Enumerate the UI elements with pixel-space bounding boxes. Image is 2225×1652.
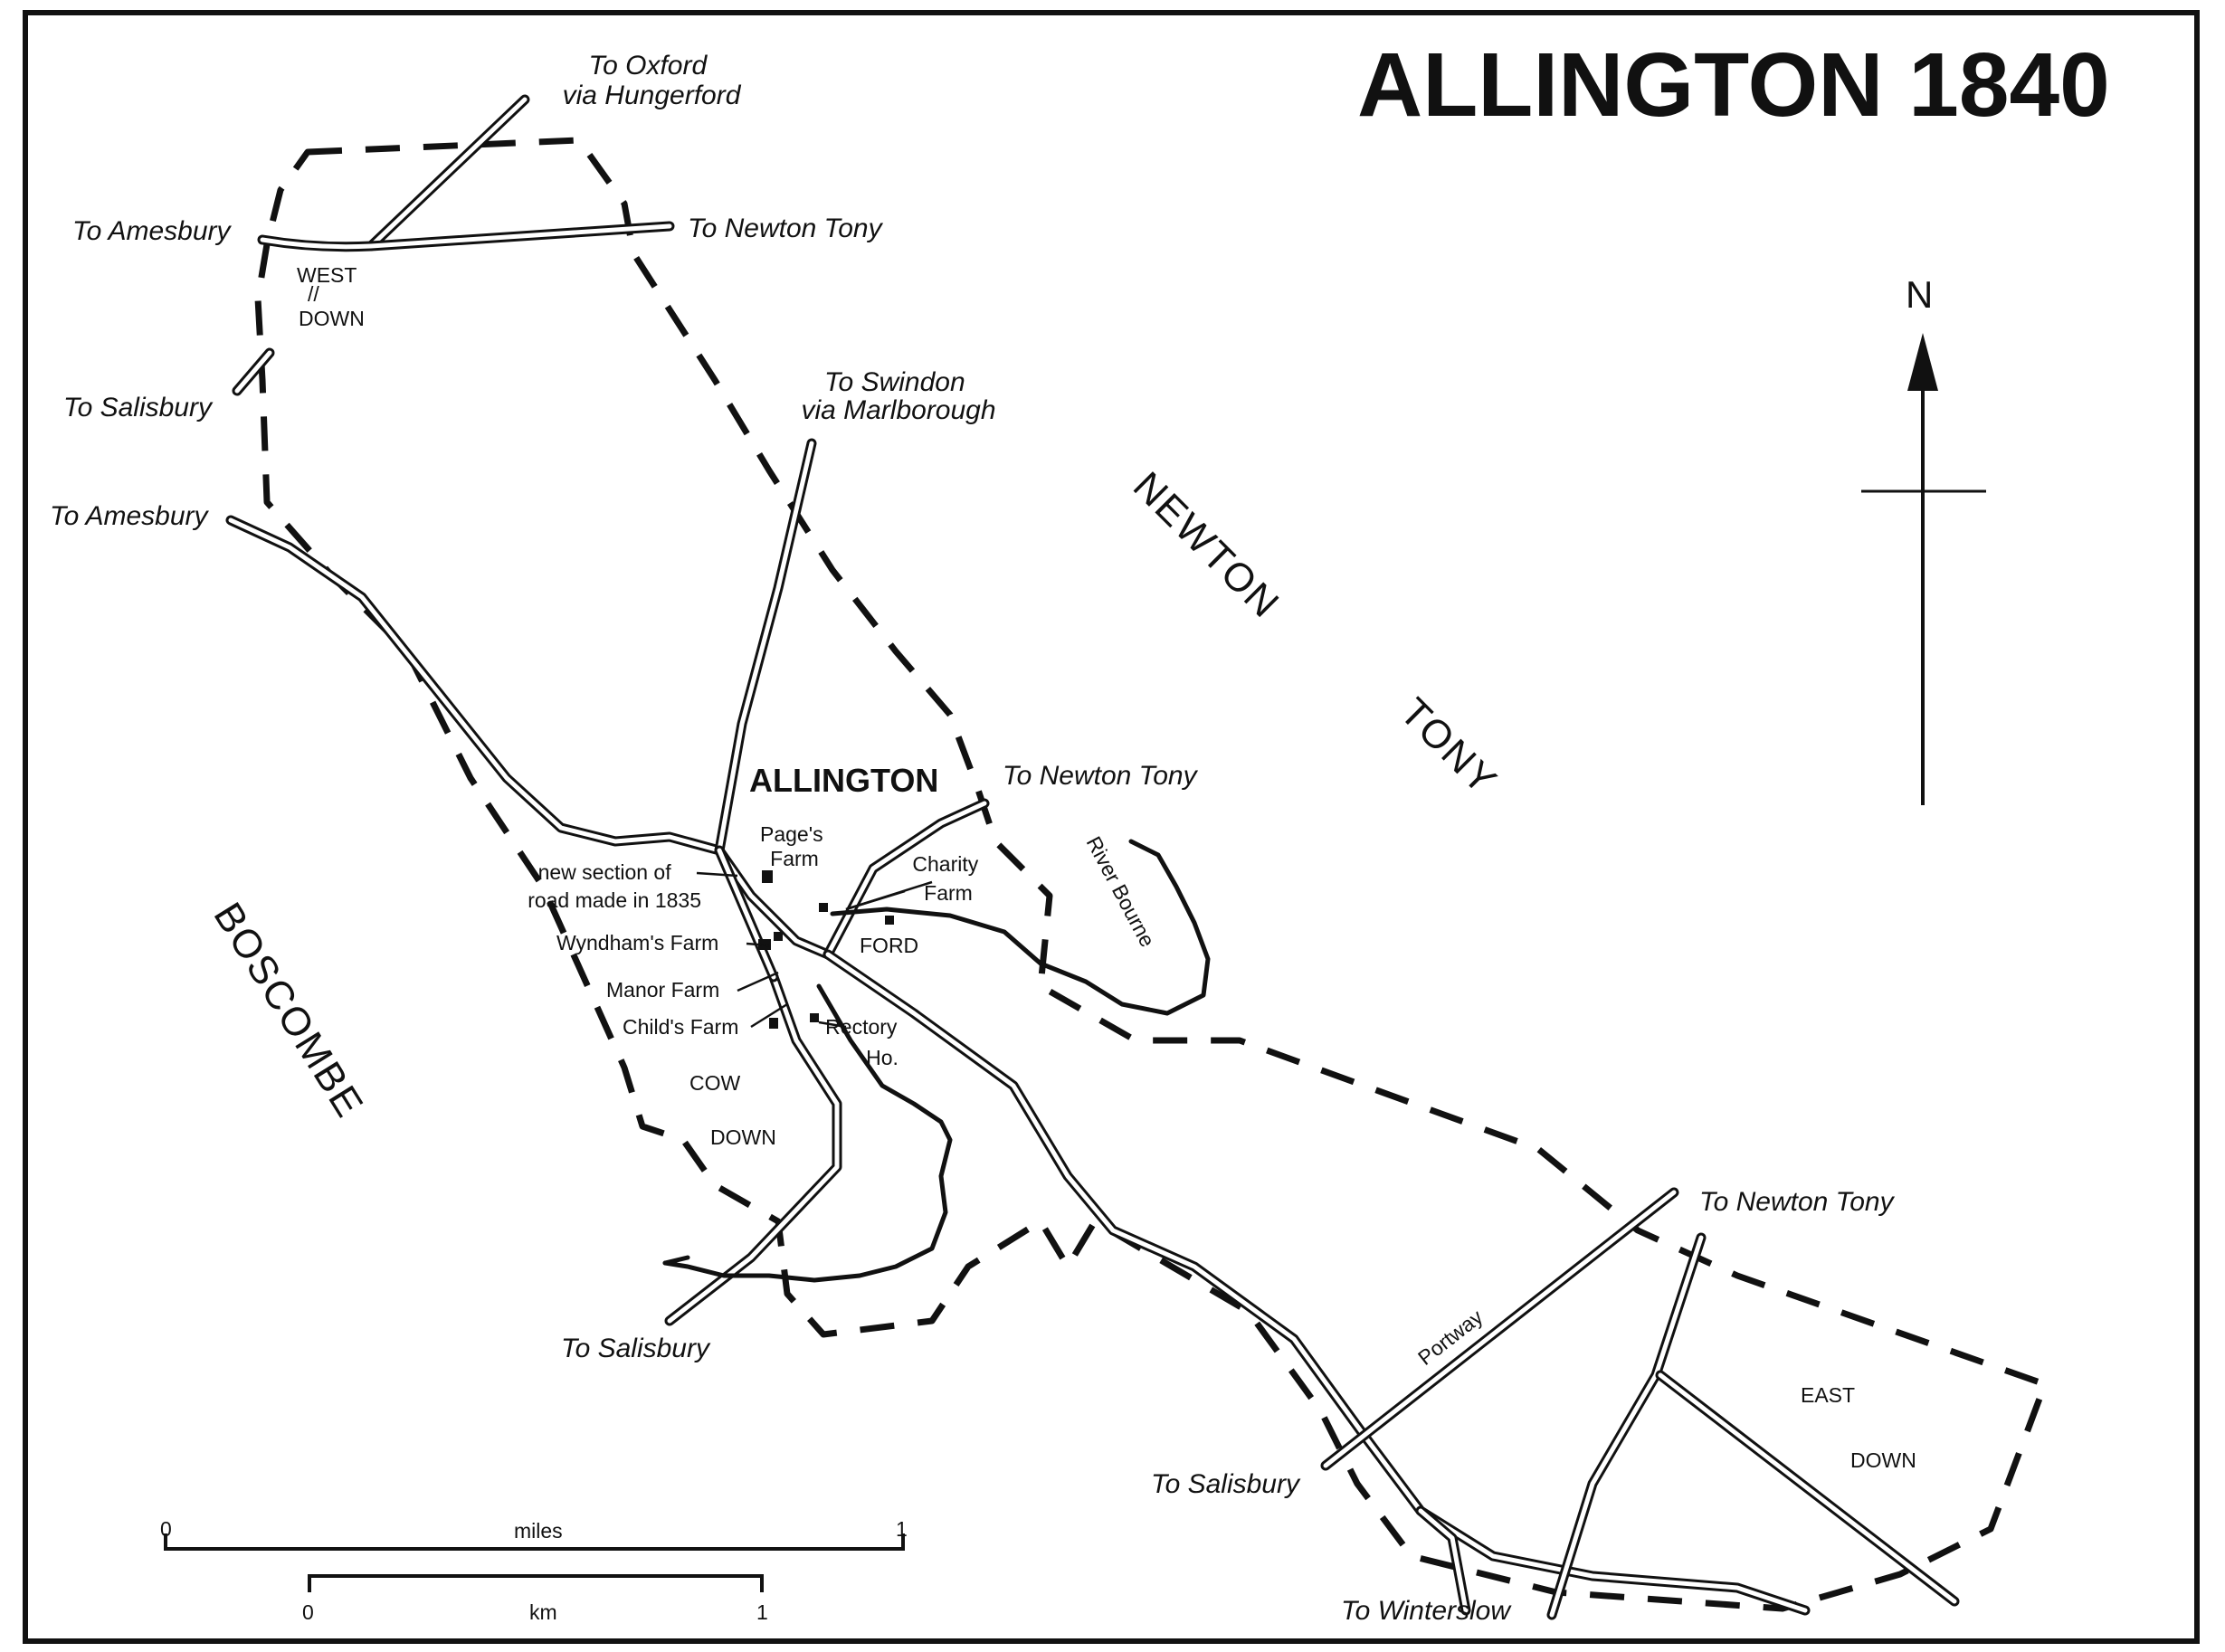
label-wyndhams-farm: Wyndham's Farm bbox=[556, 931, 718, 954]
scale-km-start: 0 bbox=[302, 1600, 314, 1624]
label-to-winterslow: To Winterslow bbox=[1341, 1596, 1512, 1626]
manor-farm-building bbox=[774, 932, 783, 941]
label-to-amesbury-top: To Amesbury bbox=[72, 216, 233, 246]
river-bourne bbox=[662, 839, 1211, 1283]
label-portway: Portway bbox=[1413, 1305, 1488, 1370]
parish-tony: TONY bbox=[1392, 689, 1506, 803]
west-down-line2: DOWN bbox=[299, 307, 365, 330]
scale-miles-end: 1 bbox=[896, 1517, 908, 1541]
label-charity-farm: Charity Farm bbox=[912, 852, 984, 905]
label-charity-farm-line1: Charity bbox=[912, 852, 978, 876]
label-to-oxford: To Oxford via Hungerford bbox=[563, 51, 742, 110]
label-to-salisbury-east: To Salisbury bbox=[1151, 1469, 1301, 1499]
parish-boundary bbox=[254, 137, 2049, 1612]
west-down-line1: WEST bbox=[297, 263, 357, 287]
label-new-road-line1: new section of bbox=[538, 860, 672, 884]
childs-farm-building bbox=[769, 1018, 778, 1029]
pages-farm-building bbox=[762, 870, 773, 883]
label-rectory-line2: Ho. bbox=[866, 1046, 899, 1069]
label-pages-farm: Page's Farm bbox=[760, 822, 829, 870]
scale-bar-miles: 0 miles 1 bbox=[160, 1517, 908, 1551]
scale-miles-start: 0 bbox=[160, 1517, 172, 1541]
place-ford: FORD bbox=[860, 934, 918, 957]
scale-bar-km: 0 km 1 bbox=[302, 1574, 768, 1624]
scale-km-end: 1 bbox=[756, 1600, 768, 1624]
label-to-swindon-line2: via Marlborough bbox=[801, 395, 995, 425]
label-new-road-line2: road made in 1835 bbox=[528, 888, 701, 912]
label-to-salisbury-south: To Salisbury bbox=[561, 1334, 711, 1363]
label-leaders bbox=[696, 871, 933, 1029]
label-to-swindon: To Swindon via Marlborough bbox=[801, 367, 995, 425]
label-new-road: new section of road made in 1835 bbox=[528, 860, 701, 912]
label-charity-farm-line2: Farm bbox=[924, 881, 973, 905]
label-to-newton-tony-mid: To Newton Tony bbox=[1003, 761, 1199, 791]
label-pages-farm-line2: Farm bbox=[770, 847, 819, 870]
label-to-oxford-line1: To Oxford bbox=[589, 51, 708, 81]
label-to-salisbury-west: To Salisbury bbox=[63, 393, 214, 422]
ditto-mark: // bbox=[308, 282, 319, 306]
ford-building bbox=[885, 916, 894, 925]
village-allington: ALLINGTON bbox=[749, 762, 938, 799]
label-rectory-line1: Rectory bbox=[825, 1015, 898, 1039]
parish-boscombe: BOSCOMBE bbox=[205, 895, 373, 1125]
label-to-newton-tony-top: To Newton Tony bbox=[688, 214, 884, 243]
cow-down-line2: DOWN bbox=[710, 1125, 776, 1149]
label-pages-farm-line1: Page's bbox=[760, 822, 823, 846]
label-to-swindon-line1: To Swindon bbox=[824, 367, 965, 397]
map-title: ALLINGTON 1840 bbox=[1357, 34, 2110, 136]
rectory-building bbox=[810, 1013, 819, 1022]
farm-buildings bbox=[758, 870, 894, 1029]
roads bbox=[225, 94, 1960, 1620]
east-down-line1: EAST bbox=[1801, 1383, 1855, 1407]
label-to-amesbury-mid: To Amesbury bbox=[50, 501, 210, 531]
label-rectory: Rectory Ho. bbox=[825, 1015, 903, 1069]
label-to-newton-tony-east: To Newton Tony bbox=[1699, 1187, 1896, 1217]
label-to-oxford-line2: via Hungerford bbox=[563, 81, 742, 110]
parish-newton: NEWTON bbox=[1125, 463, 1288, 627]
scale-km-unit: km bbox=[529, 1600, 557, 1624]
north-label: N bbox=[1906, 273, 1933, 316]
label-manor-farm: Manor Farm bbox=[606, 978, 719, 1002]
label-childs-farm: Child's Farm bbox=[623, 1015, 738, 1039]
east-down-line2: DOWN bbox=[1850, 1448, 1916, 1472]
scale-miles-unit: miles bbox=[514, 1519, 563, 1543]
charity-farm-building bbox=[819, 903, 828, 912]
north-arrow-icon bbox=[1861, 333, 1986, 805]
cow-down-line1: COW bbox=[689, 1071, 741, 1095]
map-frame bbox=[23, 10, 2200, 1644]
